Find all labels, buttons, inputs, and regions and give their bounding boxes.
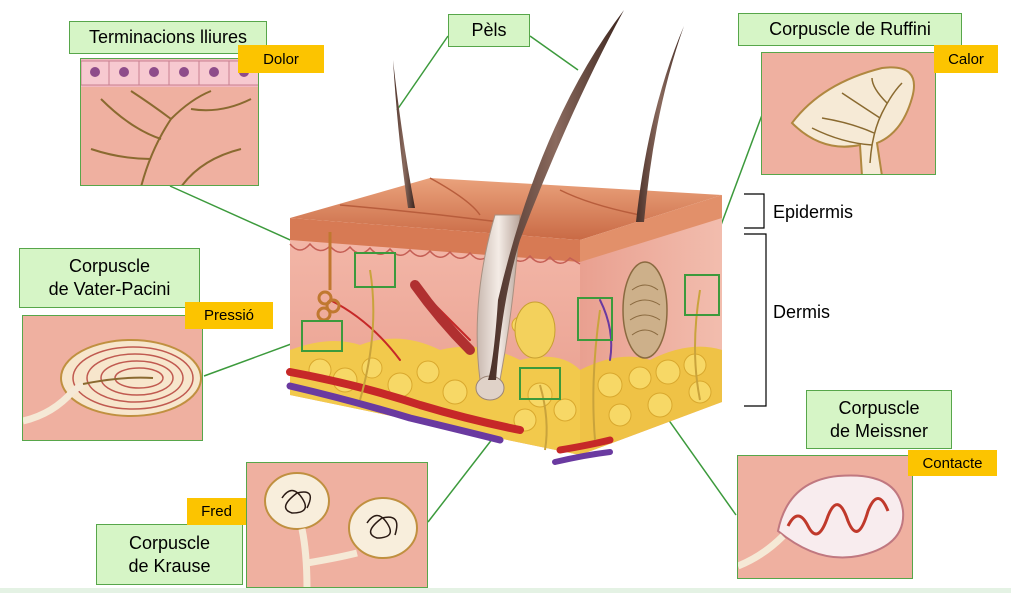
- hairs-text: Pèls: [471, 20, 507, 40]
- nerve-fibers: [359, 269, 701, 451]
- bottom-strip: [0, 588, 1011, 593]
- leader-pacini: [203, 339, 303, 377]
- epidermis-bracket: [744, 193, 765, 229]
- skin-block: [286, 10, 722, 465]
- dermis-label: Dermis: [773, 302, 830, 322]
- pacini-text-line1: Corpuscle: [68, 256, 151, 276]
- free-endings-inset: [80, 58, 259, 186]
- free-endings-text: Terminacions lliures: [88, 27, 248, 47]
- pressure-text: Pressió: [203, 307, 255, 324]
- free-endings-illustration: [81, 59, 258, 185]
- sweat-gland: [316, 232, 341, 322]
- ruffini-illustration: [762, 53, 935, 174]
- hair-right: [636, 26, 684, 222]
- cold-text: Fred: [201, 503, 232, 520]
- box-krause: [519, 367, 561, 400]
- leader-hairs-right: [529, 35, 579, 71]
- krause-illustration: [247, 463, 427, 587]
- hairs-label: Pèls: [448, 14, 530, 47]
- blood-vessels: [286, 289, 614, 465]
- epidermis-top: [290, 178, 722, 240]
- ruffini-inset: [761, 52, 936, 175]
- heat-text: Calor: [948, 50, 984, 68]
- krause-label: Corpuscle de Krause: [96, 524, 243, 585]
- box-free-endings: [354, 252, 396, 288]
- pain-text: Dolor: [263, 50, 299, 68]
- leader-hairs-left: [396, 35, 449, 111]
- sebaceous-gland: [514, 301, 556, 359]
- box-meissner: [577, 297, 613, 341]
- meissner-inset: [737, 455, 913, 579]
- arrector-muscle: [410, 280, 475, 355]
- highlight-boxes: [301, 252, 720, 400]
- heat-tag: Calor: [934, 45, 998, 73]
- krause-text-line1: Corpuscle: [128, 532, 211, 553]
- dermis-bracket: [744, 233, 767, 407]
- krause-text-line2: de Krause: [128, 555, 211, 576]
- ruffini-label: Corpuscle de Ruffini: [738, 13, 962, 46]
- ruffini-text: Corpuscle de Ruffini: [769, 19, 931, 39]
- pain-tag: Dolor: [238, 45, 324, 73]
- krause-inset: [246, 462, 428, 588]
- pacini-label: Corpuscle de Vater-Pacini: [19, 248, 200, 308]
- epidermis-label: Epidermis: [773, 202, 854, 222]
- meissner-label: Corpuscle de Meissner: [806, 390, 952, 449]
- meissner-text-line2: de Meissner: [829, 420, 929, 441]
- cold-tag: Fred: [187, 498, 246, 525]
- meissner-text-line1: Corpuscle: [838, 397, 920, 418]
- contact-text: Contacte: [922, 454, 983, 472]
- layer-brackets: [744, 193, 767, 407]
- pacini-in-block: [622, 261, 668, 359]
- pressure-tag: Pressió: [185, 302, 273, 329]
- pacini-inset: [22, 315, 203, 441]
- hair-left: [393, 60, 415, 208]
- free-endings-label: Terminacions lliures: [69, 21, 267, 54]
- box-ruffini: [684, 274, 720, 316]
- contact-tag: Contacte: [908, 450, 997, 476]
- pacini-illustration: [23, 316, 202, 440]
- pacini-text-line2: de Vater-Pacini: [48, 279, 171, 299]
- box-pacini: [301, 320, 343, 352]
- meissner-illustration: [738, 456, 912, 578]
